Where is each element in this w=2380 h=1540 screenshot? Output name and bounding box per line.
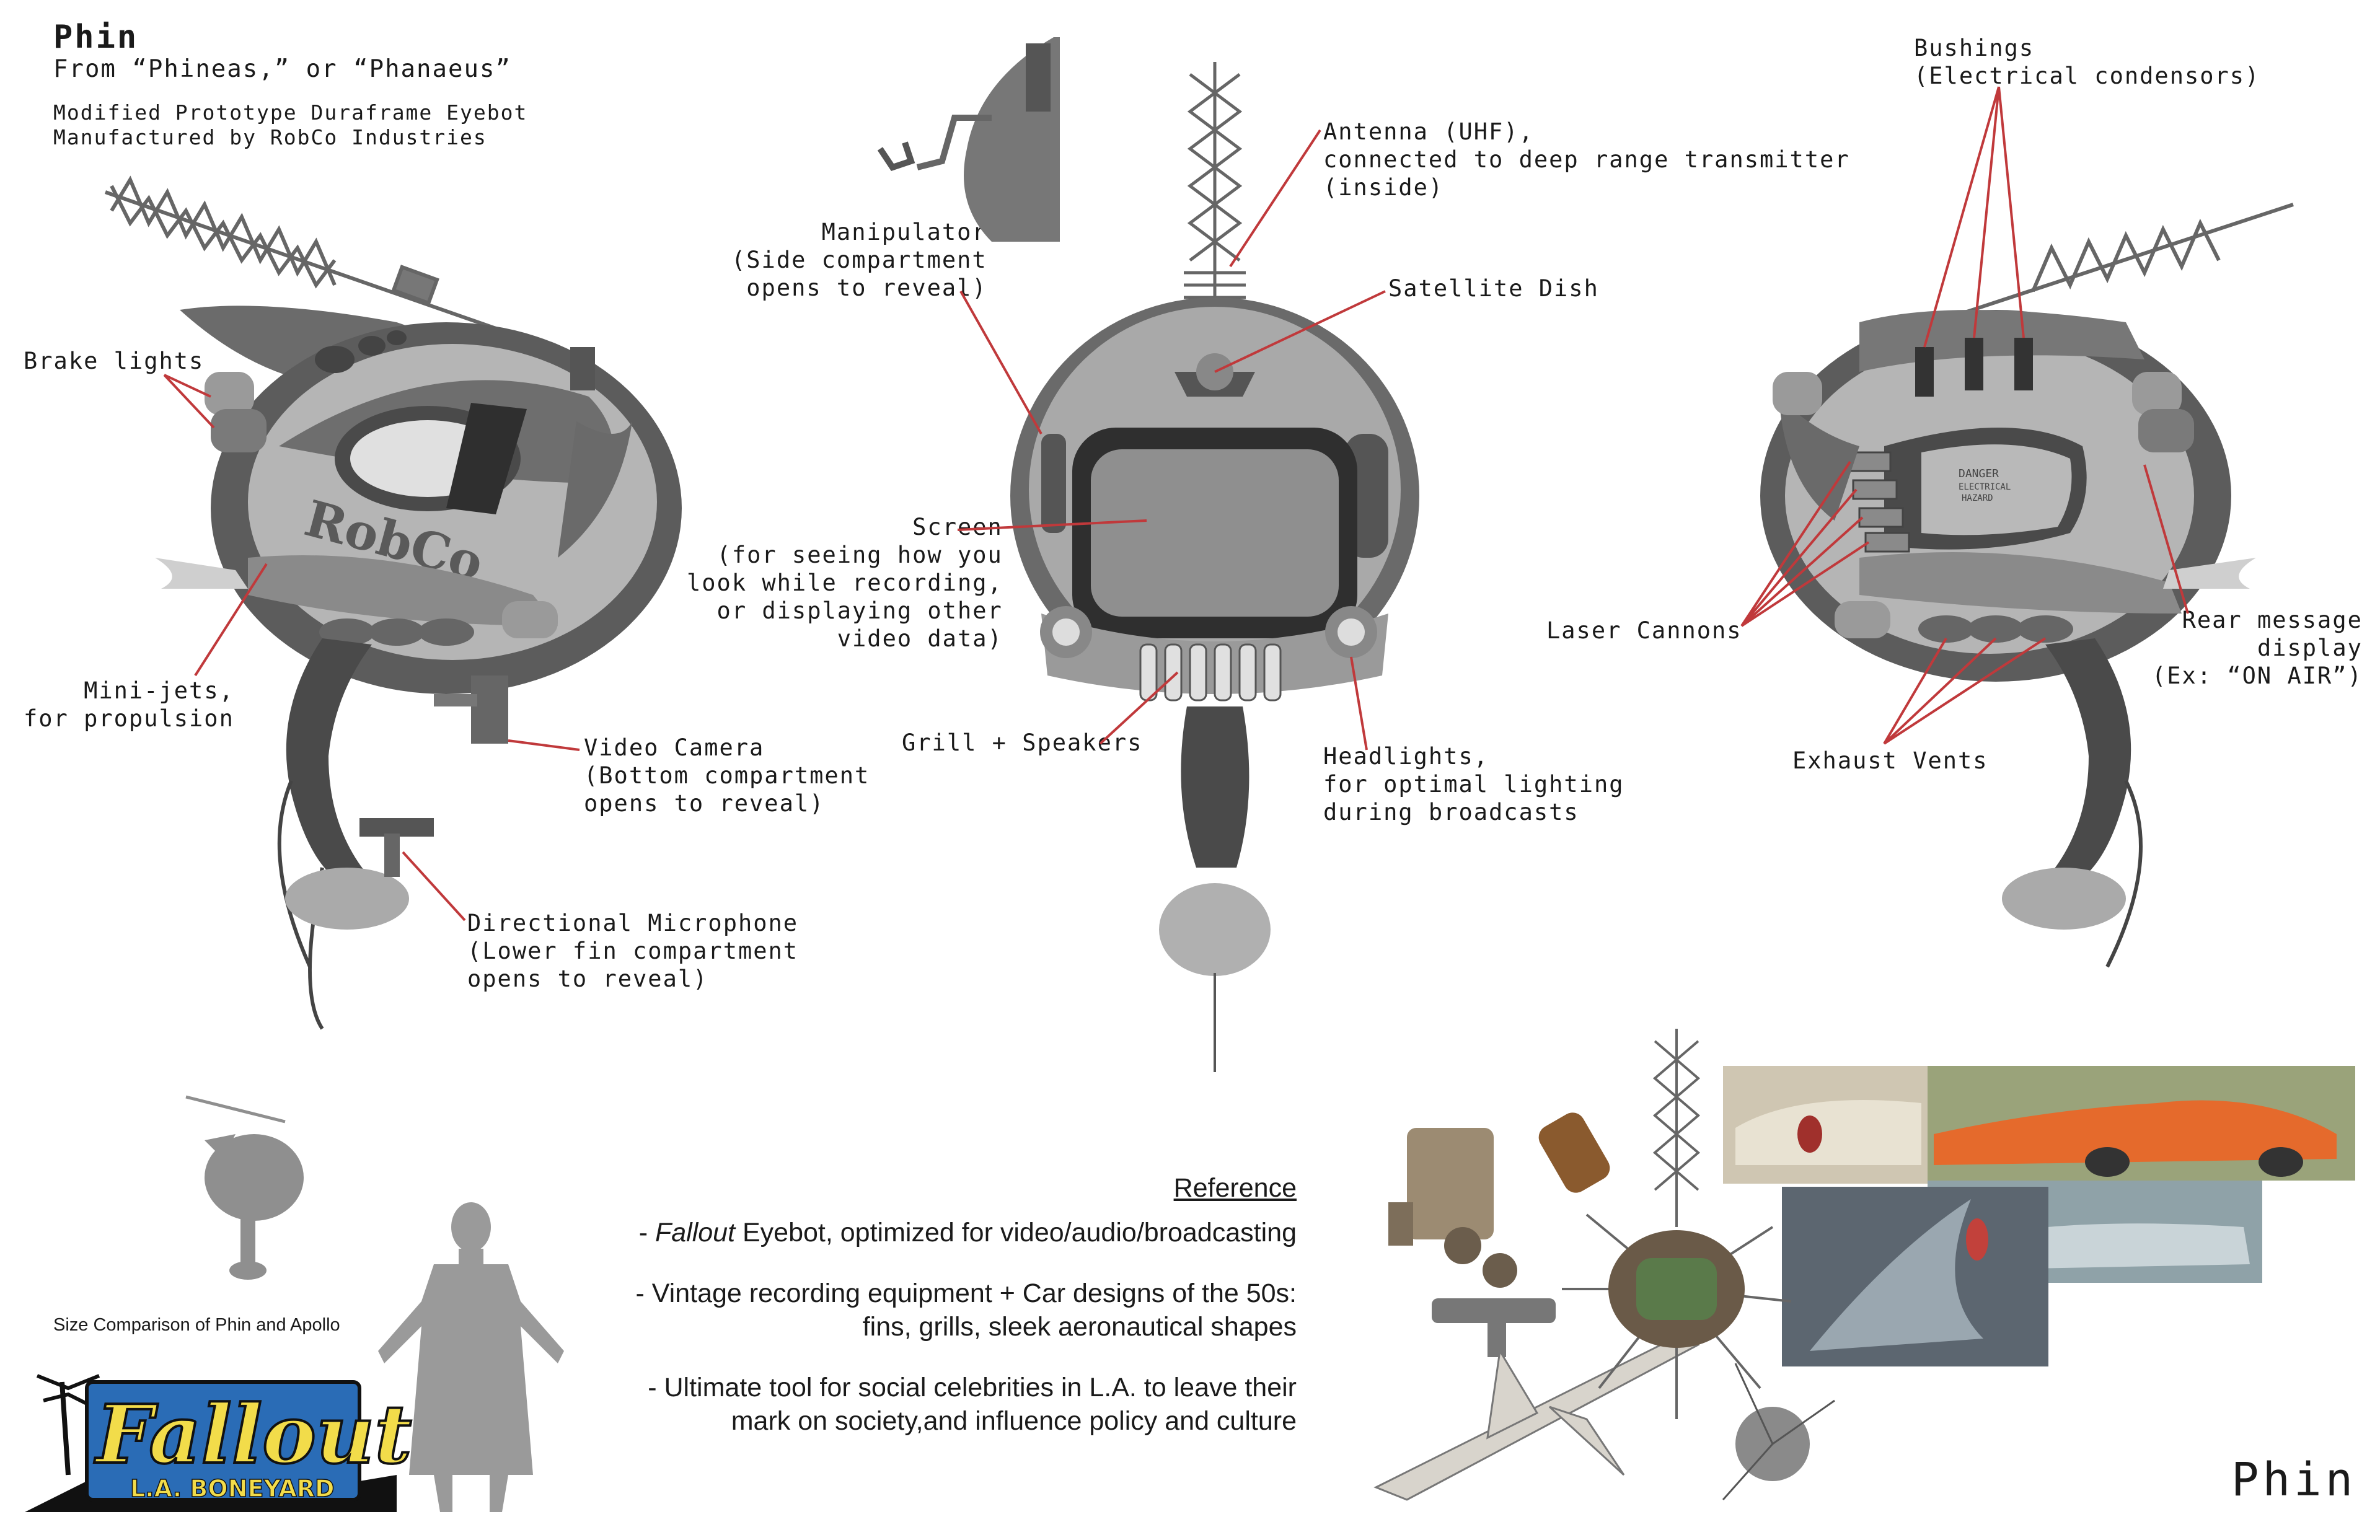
side-brake-light-1 — [205, 372, 254, 415]
label-laser-cannons: Laser Cannons — [1546, 617, 1742, 644]
reference-item-2: - Vintage recording equipment + Car desi… — [635, 1278, 1297, 1342]
label-directional-microphone: Directional Microphone (Lower fin compar… — [467, 910, 799, 992]
rear-bushings — [1915, 338, 2033, 397]
label-brake-lights: Brake lights — [24, 348, 205, 374]
rear-panel-text-3: HAZARD — [1962, 493, 1993, 503]
ref-microphone — [1538, 1112, 1610, 1193]
side-lower-fin — [248, 555, 558, 626]
reference-item-1: - Fallout Eyebot, optimized for video/au… — [638, 1218, 1297, 1247]
label-mini-jets: Mini-jets, for propulsion — [24, 677, 234, 732]
manipulator-inset — [877, 37, 1060, 242]
ref-spotlight — [1432, 1298, 1556, 1357]
reference-item-3: - Ultimate tool for social celebrities i… — [648, 1373, 1297, 1436]
rear-panel-text-2: ELECTRICAL — [1959, 482, 2011, 492]
side-antenna — [105, 175, 496, 330]
side-brake-light-2 — [211, 409, 267, 452]
rear-laser-cannons — [1846, 451, 1910, 553]
model-line-2: Manufactured by RobCo Industries — [53, 125, 487, 149]
size-comparison — [185, 1095, 564, 1512]
reference-title: Reference — [1173, 1173, 1297, 1203]
side-stem — [286, 638, 372, 886]
label-headlights: Headlights, for optimal lighting during … — [1323, 743, 1624, 825]
ref-jet-drawing — [1373, 1331, 1700, 1501]
leader-lines — [163, 86, 2189, 922]
phin-silhouette — [185, 1095, 304, 1280]
phin-rear-view: DANGER ELECTRICAL HAZARD — [1760, 203, 2294, 968]
ref-small-satellite — [1722, 1363, 1835, 1500]
label-antenna: Antenna (UHF), connected to deep range t… — [1323, 118, 1850, 201]
front-microphone-ball — [1159, 883, 1271, 976]
label-screen: Screen (for seeing how you look while re… — [687, 514, 1003, 652]
logo-main-text: Fallout — [94, 1387, 412, 1482]
front-screen — [1091, 449, 1339, 617]
page-header: Phin From “Phineas,” or “Phanaeus” Modif… — [53, 19, 528, 150]
ref-vintage-camera — [1388, 1128, 1517, 1288]
rear-stem — [2045, 638, 2131, 886]
reference-block: Reference - Fallout Eyebot, optimized fo… — [558, 1171, 1297, 1438]
phin-front-view — [877, 37, 1419, 1072]
size-comparison-caption: Size Comparison of Phin and Apollo — [53, 1315, 340, 1335]
ref-sputnik-tv — [1562, 1029, 1792, 1419]
rear-exhaust-vents — [1918, 615, 2073, 643]
front-grill — [1139, 643, 1282, 702]
name-origin: From “Phineas,” or “Phanaeus” — [53, 55, 511, 83]
front-stem — [1181, 706, 1250, 868]
label-rear-display: Rear message display (Ex: “ON AIR”) — [2152, 607, 2363, 689]
label-video-camera: Video Camera (Bottom compartment opens t… — [584, 734, 870, 817]
reference-collage — [1373, 1029, 2355, 1501]
rear-panel-text-1: DANGER — [1959, 467, 1999, 480]
footer-name: Phin — [2231, 1453, 2357, 1507]
page-title: Phin — [53, 19, 139, 56]
model-line-1: Modified Prototype Duraframe Eyebot — [53, 100, 528, 125]
front-antenna — [1184, 62, 1246, 335]
label-satellite-dish: Satellite Dish — [1388, 275, 1599, 302]
apollo-silhouette — [378, 1202, 564, 1512]
label-manipulator: Manipulator (Side compartment opens to r… — [731, 219, 987, 301]
logo-sub-text: L.A. BONEYARD — [130, 1475, 335, 1502]
phin-side-view: RobCo — [105, 175, 682, 1030]
label-exhaust-vents: Exhaust Vents — [1792, 747, 1988, 774]
side-video-camera — [471, 675, 508, 744]
label-bushings: Bushings (Electrical condensors) — [1914, 35, 2260, 89]
fallout-logo: Fallout L.A. BONEYARD — [25, 1374, 413, 1512]
